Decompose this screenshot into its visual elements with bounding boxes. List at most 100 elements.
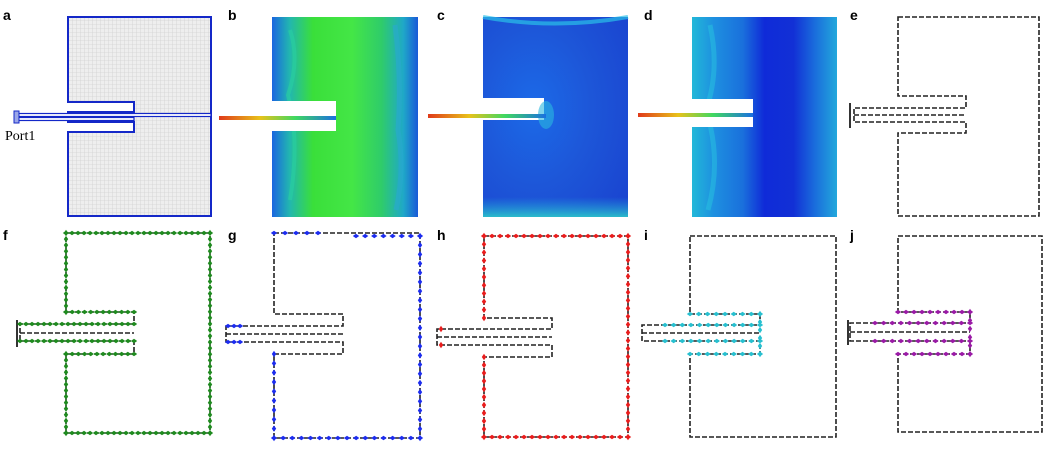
current-arrow (625, 345, 631, 352)
current-arrow (958, 320, 965, 326)
current-arrow (74, 230, 82, 236)
current-arrow (92, 230, 100, 236)
current-arrow (118, 338, 126, 344)
feed-b (219, 116, 336, 120)
current-arrow (92, 430, 100, 436)
current-arrow (625, 321, 631, 328)
current-arrow (63, 362, 69, 370)
current-arrow (967, 342, 973, 349)
current-arrow (481, 353, 487, 361)
current-arrow (124, 321, 132, 327)
feed-d (638, 113, 753, 117)
current-arrow (271, 360, 277, 367)
current-arrow (176, 430, 184, 436)
current-arrow (625, 337, 631, 344)
current-arrow (68, 230, 76, 236)
current-arrow (967, 325, 973, 332)
current-arrow (625, 369, 631, 376)
current-arrow (86, 230, 94, 236)
current-arrow (87, 309, 94, 315)
current-arrow (536, 233, 544, 239)
current-arrow (99, 351, 107, 357)
current-arrow (271, 369, 277, 376)
current-arrow (271, 425, 277, 432)
current-arrow (966, 338, 974, 344)
current-arrow (481, 409, 487, 417)
current-arrow (481, 257, 487, 264)
current-arrow (289, 435, 296, 441)
current-arrow (371, 233, 378, 239)
current-arrow (584, 233, 592, 239)
panel-label-g: g (228, 227, 237, 243)
current-arrow (488, 233, 496, 239)
current-arrow (704, 311, 711, 317)
current-arrow (207, 393, 213, 400)
current-arrow (481, 298, 487, 305)
current-arrow (438, 325, 444, 333)
current-arrow (504, 434, 512, 440)
current-arrow (417, 398, 423, 405)
current-arrow (512, 233, 520, 239)
current-arrow (170, 430, 178, 436)
current-arrow (207, 375, 213, 382)
current-arrow (207, 284, 213, 291)
current-arrow (271, 406, 277, 414)
current-arrow (68, 351, 76, 357)
current-arrow (625, 289, 631, 296)
current-arrow (271, 397, 277, 404)
current-arrow (207, 338, 213, 346)
current-arrow (74, 430, 82, 436)
current-arrow (894, 309, 902, 315)
current-arrow (661, 338, 669, 344)
panel-h-mesh (436, 235, 629, 438)
current-arrow (63, 248, 69, 255)
current-arrow (80, 230, 88, 236)
current-arrow (207, 344, 213, 352)
current-arrow (417, 306, 423, 313)
current-arrow (68, 430, 76, 436)
current-arrow (625, 361, 631, 368)
current-arrow (63, 411, 69, 418)
current-arrow (512, 434, 520, 440)
current-arrow (584, 434, 592, 440)
current-arrow (889, 338, 896, 344)
panel-labels: a b c d e f g h i j (3, 7, 858, 243)
current-arrow (560, 233, 568, 239)
current-arrow (116, 230, 124, 236)
current-arrow (967, 334, 973, 341)
current-arrow (122, 430, 130, 436)
current-arrow (112, 321, 120, 327)
current-arrow (63, 375, 69, 382)
current-arrow (914, 338, 922, 344)
current-arrow (63, 387, 69, 394)
current-arrow (236, 339, 244, 345)
current-arrow (520, 233, 528, 239)
current-arrow (63, 284, 69, 291)
panel-b-field-map (219, 17, 418, 217)
current-arrow (417, 416, 423, 423)
current-arrow (63, 405, 69, 412)
current-arrow (940, 320, 948, 326)
current-arrow (481, 232, 487, 240)
field-contours-b (285, 29, 297, 201)
current-arrow (118, 321, 126, 327)
current-arrow (188, 430, 196, 436)
current-arrow (748, 311, 755, 317)
current-arrow (188, 230, 196, 236)
current-arrow (70, 338, 78, 344)
current-arrow (380, 435, 387, 441)
current-arrow (207, 296, 213, 303)
current-arrow (481, 377, 487, 385)
current-arrow (958, 309, 966, 315)
current-arrow (417, 352, 423, 359)
current-arrow (950, 351, 958, 357)
current-arrow (63, 260, 69, 267)
current-arrow (112, 338, 120, 344)
current-arrow (343, 435, 351, 441)
current-arrow (164, 430, 172, 436)
current-arrow (552, 434, 560, 440)
current-arrow (398, 233, 405, 239)
current-arrow (934, 309, 942, 315)
current-arrow (100, 338, 108, 344)
